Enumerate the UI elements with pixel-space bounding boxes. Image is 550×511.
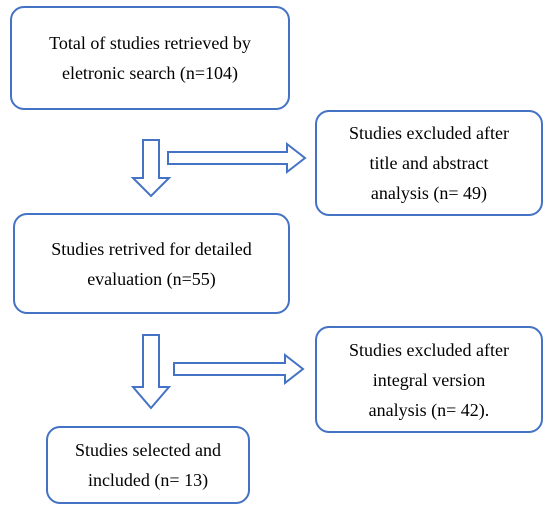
down-arrow-1 [130, 139, 172, 198]
right-arrow-2 [173, 352, 305, 386]
box-detailed-evaluation: Studies retrived for detailed evaluation… [13, 213, 290, 314]
box-excluded-title-abstract-text: Studies excluded after title and abstrac… [349, 123, 509, 203]
box-studies-retrieved: Total of studies retrieved by eletronic … [10, 6, 290, 110]
box-excluded-integral-version: Studies excluded after integral version … [315, 326, 543, 433]
box-excluded-title-abstract: Studies excluded after title and abstrac… [315, 110, 543, 216]
right-arrow-1 [167, 141, 307, 175]
box-excluded-integral-version-text: Studies excluded after integral version … [349, 339, 509, 420]
box-studies-included: Studies selected and included (n= 13) [46, 426, 250, 504]
down-arrow-2 [130, 334, 172, 410]
box-studies-retrieved-text: Total of studies retrieved by eletronic … [49, 33, 251, 83]
box-studies-included-text: Studies selected and included (n= 13) [75, 440, 221, 490]
box-detailed-evaluation-text: Studies retrived for detailed evaluation… [51, 238, 252, 289]
